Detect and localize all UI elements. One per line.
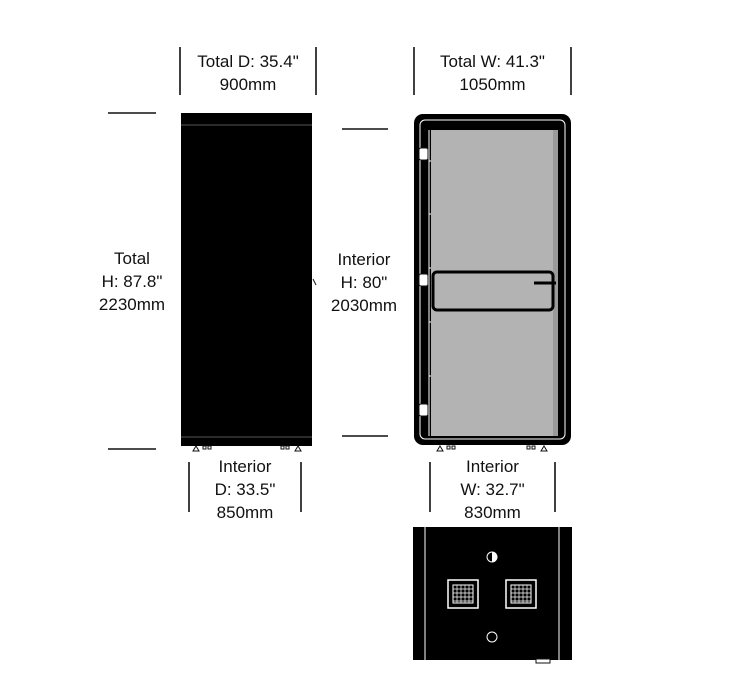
door-hinges xyxy=(418,147,429,417)
interior-width-metric: 830mm xyxy=(464,503,521,522)
total-depth-imperial: Total D: 35.4" xyxy=(197,52,299,71)
total-width-imperial: Total W: 41.3" xyxy=(440,52,545,71)
total-height-label: Total H: 87.8" 2230mm xyxy=(82,247,182,316)
front-feet xyxy=(436,445,548,452)
interior-depth-imperial: D: 33.5" xyxy=(214,480,276,499)
top-body xyxy=(413,527,572,660)
side-feet xyxy=(192,445,302,452)
interior-height-metric: 2030mm xyxy=(330,296,398,315)
interior-depth-title: Interior xyxy=(218,457,272,476)
booth-front-view xyxy=(414,114,571,452)
door-handle-bar xyxy=(431,270,555,312)
interior-width-imperial: W: 32.7" xyxy=(460,480,525,499)
total-height-metric: 2230mm xyxy=(98,295,166,314)
interior-depth-metric: 850mm xyxy=(216,503,274,522)
total-height-title: Total xyxy=(114,249,150,268)
side-body xyxy=(181,113,312,446)
interior-height-label: Interior H: 80" 2030mm xyxy=(318,248,410,317)
side-handle-mark xyxy=(312,278,317,286)
total-width-metric: 1050mm xyxy=(459,75,526,94)
interior-width-title: Interior xyxy=(466,457,519,476)
interior-height-imperial: H: 80" xyxy=(340,273,388,292)
hinge-top xyxy=(418,147,429,161)
vent-grille-right xyxy=(505,579,537,609)
booth-side-view xyxy=(181,113,317,452)
total-depth-metric: 900mm xyxy=(219,75,277,94)
door-frame-details xyxy=(428,130,431,436)
top-door-tab xyxy=(535,658,551,664)
total-width-label: Total W: 41.3" 1050mm xyxy=(416,50,569,96)
top-light-half xyxy=(492,552,497,562)
interior-width-label: Interior W: 32.7" 830mm xyxy=(433,455,552,524)
bottom-light-icon xyxy=(486,631,498,643)
interior-depth-label: Interior D: 33.5" 850mm xyxy=(192,455,298,524)
total-depth-label: Total D: 35.4" 900mm xyxy=(182,50,314,96)
dimension-lines xyxy=(108,47,572,512)
vent-grille-left xyxy=(447,579,479,609)
total-height-imperial: H: 87.8" xyxy=(101,272,163,291)
booth-top-view xyxy=(413,527,572,664)
interior-height-title: Interior xyxy=(337,250,391,269)
glass-door-panel xyxy=(431,130,553,436)
hinge-bottom xyxy=(418,403,429,417)
hinge-middle xyxy=(418,273,429,287)
